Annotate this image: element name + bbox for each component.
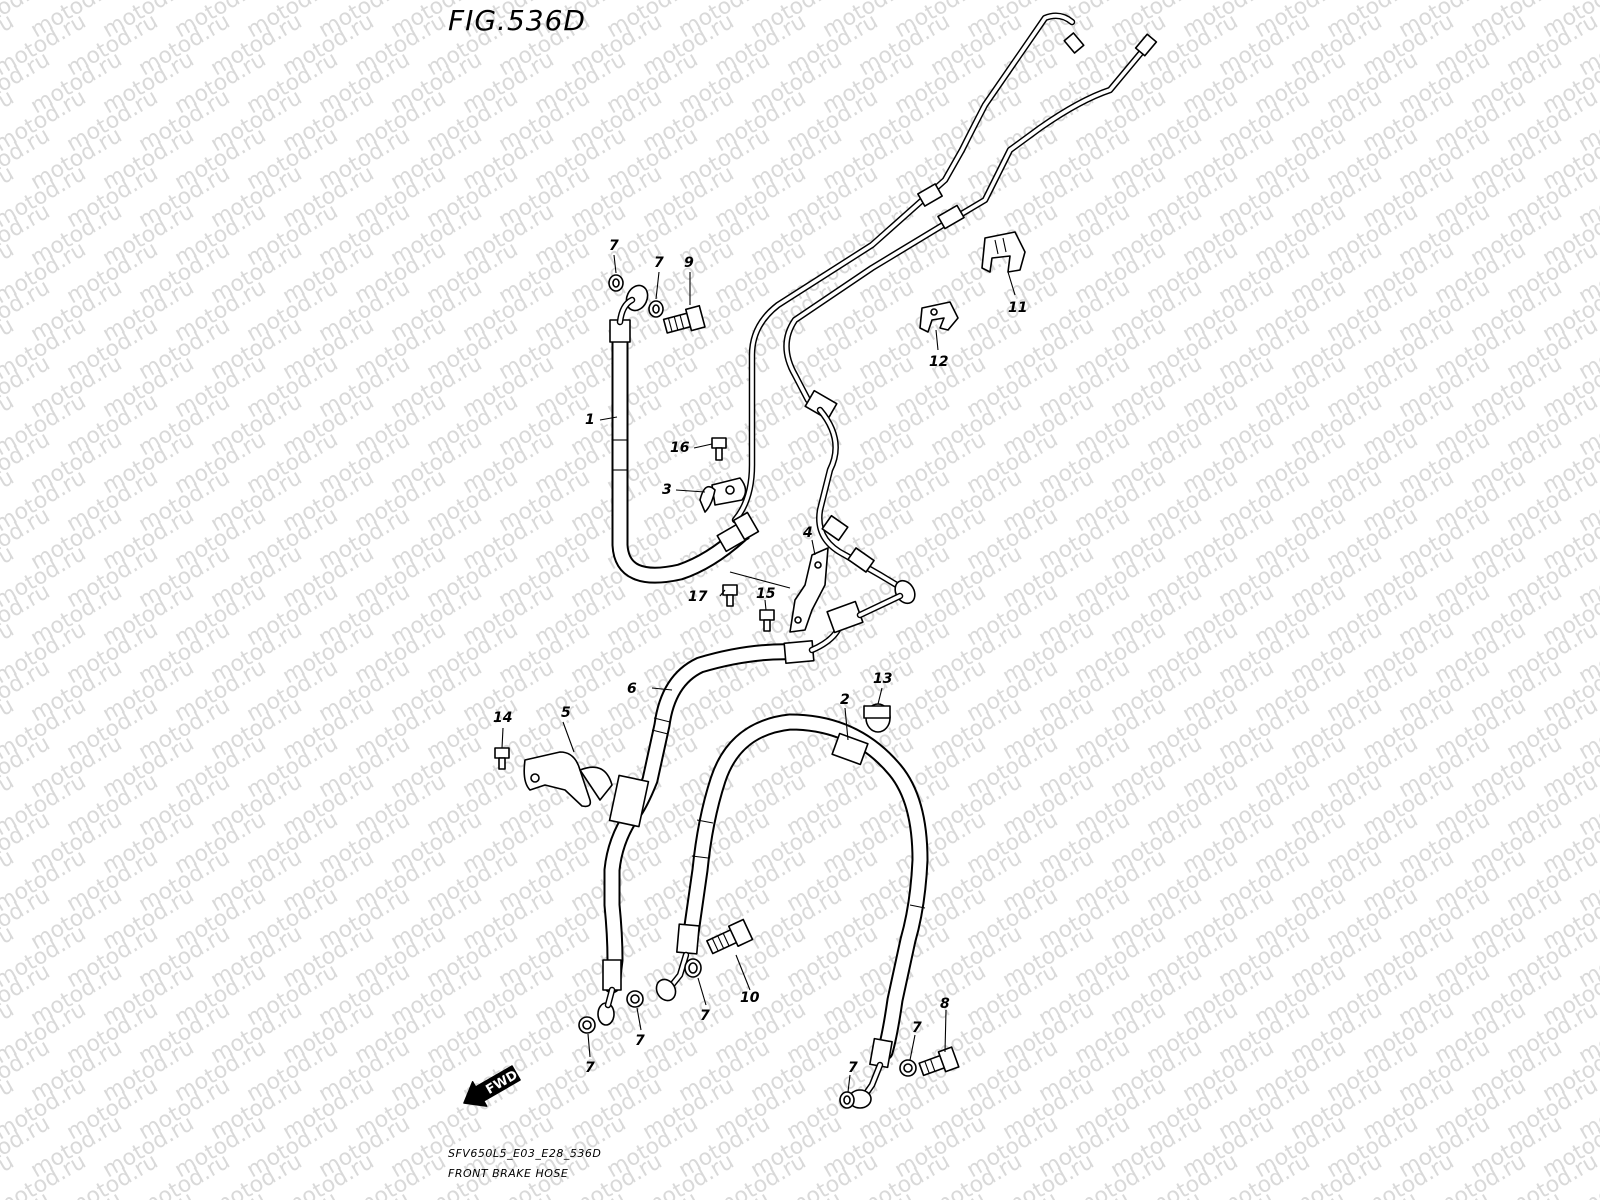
callout-16: 16 (670, 440, 690, 456)
callout-7: 7 (609, 238, 619, 254)
callout-10: 10 (740, 990, 760, 1006)
callout-17: 17 (688, 589, 708, 605)
figure-title: FIG.536D (448, 4, 586, 37)
callout-7: 7 (848, 1060, 858, 1076)
callout-7: 7 (912, 1020, 922, 1036)
callout-5: 5 (561, 705, 571, 721)
callout-6: 6 (627, 681, 637, 697)
watermark-text: motod.ru (1575, 0, 1600, 5)
callout-13: 13 (873, 671, 892, 687)
callout-2: 2 (840, 692, 850, 708)
callout-9: 9 (684, 255, 694, 271)
callout-15: 15 (756, 586, 776, 602)
callout-1: 1 (585, 412, 595, 428)
callout-14: 14 (493, 710, 512, 726)
callout-7: 7 (585, 1060, 595, 1076)
callout-7: 7 (700, 1008, 710, 1024)
hose-crimp-fitting (602, 959, 622, 991)
callout-12: 12 (929, 354, 948, 370)
hose-crimp-fitting (783, 640, 815, 664)
figure-code: SFV650L5_E03_E28_536D (448, 1147, 602, 1160)
callout-4: 4 (802, 525, 813, 541)
callout-7: 7 (654, 255, 664, 271)
callout-8: 8 (940, 996, 950, 1012)
figure-name: FRONT BRAKE HOSE (448, 1167, 569, 1180)
callout-7: 7 (635, 1033, 645, 1049)
callout-11: 11 (1008, 300, 1027, 316)
part-13-hose-clamp[interactable] (863, 703, 891, 733)
callout-3: 3 (662, 482, 672, 498)
hose-crimp-fitting (676, 923, 700, 955)
